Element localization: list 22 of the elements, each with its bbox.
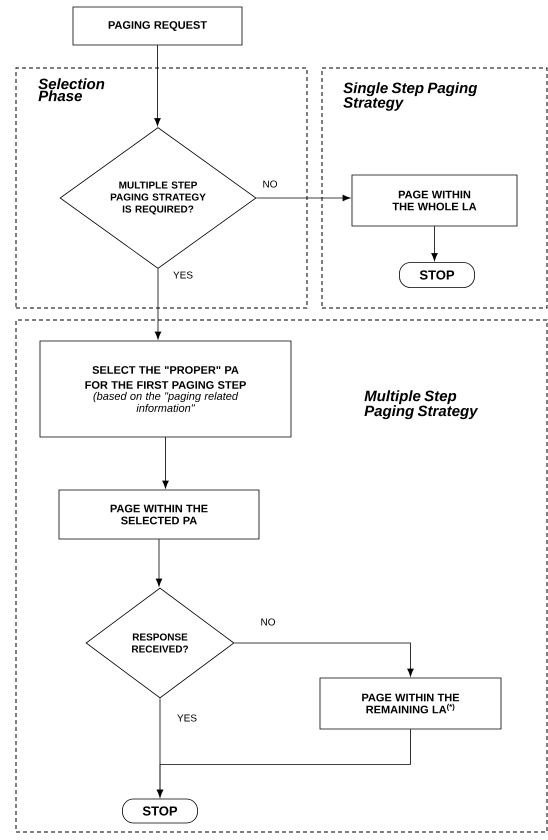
arrow bbox=[234, 642, 414, 676]
arrow bbox=[154, 268, 162, 340]
process-box: PAGING REQUEST bbox=[72, 6, 242, 46]
arrow bbox=[156, 729, 411, 798]
edge-label: YES bbox=[172, 270, 194, 280]
terminator: STOP bbox=[399, 262, 475, 288]
process-box: PAGE WITHIN THE SELECTED PA bbox=[58, 490, 260, 540]
process-box: PAGE WITHIN THE WHOLE LA bbox=[352, 174, 518, 226]
arrow bbox=[256, 194, 350, 202]
arrow bbox=[162, 437, 169, 488]
arrow bbox=[156, 539, 162, 586]
panel-title: Single Step Paging Strategy bbox=[343, 82, 478, 111]
panel-title: Multiple Step Paging Strategy bbox=[364, 390, 478, 420]
edge-label: NO bbox=[262, 179, 278, 189]
arrow bbox=[154, 45, 161, 126]
panel-title: Selection Phase bbox=[38, 78, 104, 102]
edge-label: YES bbox=[176, 713, 198, 723]
process-box: PAGE WITHIN THE REMAINING LA$^{(*)}$ bbox=[320, 678, 502, 730]
terminator: STOP bbox=[122, 798, 198, 824]
process-box: SELECT THE "PROPER" PA FOR THE FIRST PAGING STEP (based on the "paging related information" bbox=[40, 340, 292, 438]
arrow bbox=[431, 226, 438, 261]
edge-label: NO bbox=[260, 617, 276, 627]
